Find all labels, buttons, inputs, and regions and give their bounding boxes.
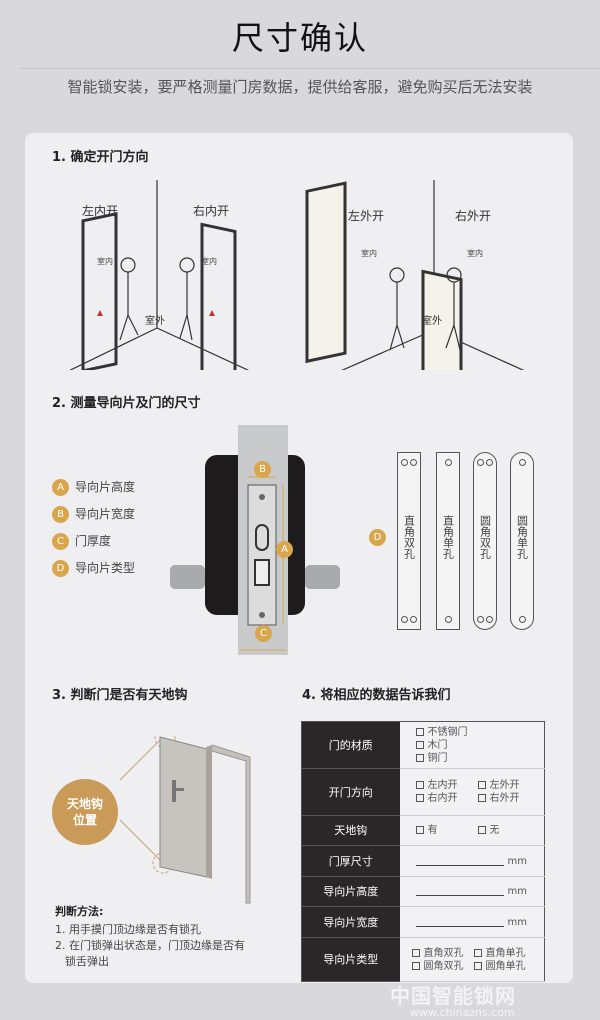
- page-subtitle: 智能锁安装，要严格测量门房数据，提供给客服，避免购买后无法安装: [67, 78, 533, 96]
- indoor-label: 室内: [361, 249, 377, 258]
- arrow-icon: [97, 310, 215, 316]
- watermark-url: www.chinazns.com: [410, 1006, 515, 1019]
- checkbox-copper[interactable]: 铜门: [415, 752, 478, 765]
- method-step: 1. 用手摸门顶边缘是否有锁孔: [55, 923, 201, 936]
- checkbox-no[interactable]: 无: [477, 824, 540, 837]
- indoor-label: 室内: [201, 257, 217, 266]
- section3-title: 3. 判断门是否有天地钩: [52, 688, 188, 703]
- marker-c: C: [255, 625, 272, 642]
- info-form-table: 门的材质不锈钢门木门铜门 开门方向左内开左外开右内开右外开 天地钩有无 门厚尺寸…: [301, 721, 545, 982]
- method-step: 2. 在门锁弹出状态是，门顶边缘是否有: [55, 939, 245, 952]
- checkbox-right-in[interactable]: 右内开: [415, 792, 478, 805]
- table-row: 开门方向左内开左外开右内开右外开: [301, 768, 545, 816]
- plate-round-double: 圆角双孔: [473, 452, 497, 630]
- checkbox-square-double[interactable]: 直角双孔: [411, 947, 474, 960]
- checkbox-round-double[interactable]: 圆角双孔: [411, 960, 474, 973]
- plate-height-field[interactable]: [415, 895, 504, 896]
- plate-label: 直角双孔: [402, 515, 416, 559]
- hook-position-badge: 天地钩位置: [52, 779, 118, 845]
- page-title: 尺寸确认: [231, 19, 368, 57]
- person-icon: [389, 267, 405, 351]
- label-left-inward: 左内开: [82, 204, 119, 218]
- marker-d: D: [369, 529, 386, 546]
- marker-b: B: [254, 461, 271, 478]
- divider: [20, 68, 600, 69]
- door-direction-illustration: [69, 180, 525, 370]
- label-right-outward: 右外开: [455, 209, 492, 223]
- plate-square-double: 直角双孔: [397, 452, 421, 630]
- plate-round-single: 圆角单孔: [510, 452, 534, 630]
- person-icon: [179, 257, 195, 341]
- checkbox-wood[interactable]: 木门: [415, 739, 478, 752]
- person-icon: [119, 257, 139, 341]
- section2-title: 2. 测量导向片及门的尺寸: [52, 396, 201, 411]
- checkbox-square-single[interactable]: 直角单孔: [473, 947, 536, 960]
- checkbox-yes[interactable]: 有: [415, 824, 478, 837]
- indoor-label: 室内: [467, 249, 483, 258]
- checkbox-left-in[interactable]: 左内开: [415, 779, 478, 792]
- section4-title: 4. 将相应的数据告诉我们: [302, 688, 451, 703]
- table-row: 天地钩有无: [301, 815, 545, 846]
- checkbox-right-out[interactable]: 右外开: [477, 792, 540, 805]
- checkbox-stainless[interactable]: 不锈钢门: [415, 726, 486, 739]
- plate-label: 圆角单孔: [515, 515, 529, 559]
- door-thickness-field[interactable]: [415, 864, 504, 866]
- indoor-label: 室内: [97, 257, 113, 266]
- method-title: 判断方法:: [55, 905, 104, 918]
- plate-width-field[interactable]: [415, 925, 504, 927]
- plate-square-single: 直角单孔: [436, 452, 460, 630]
- method-step: 锁舌弹出: [65, 955, 109, 968]
- method-steps: 1. 用手摸门顶边缘是否有锁孔 2. 在门锁弹出状态是，门顶边缘是否有 锁舌弹出: [55, 922, 245, 970]
- table-row: 门的材质不锈钢门木门铜门: [301, 721, 545, 769]
- label-right-inward: 右内开: [193, 204, 230, 218]
- outdoor-label: 室外: [422, 316, 442, 327]
- checkbox-round-single[interactable]: 圆角单孔: [473, 960, 536, 973]
- plate-label: 直角单孔: [441, 515, 455, 559]
- person-icon: [445, 267, 462, 351]
- door-hook-illustration: [119, 735, 251, 904]
- lock-mortise-image: [170, 425, 340, 655]
- plate-label: 圆角双孔: [478, 515, 492, 559]
- marker-a: A: [276, 541, 293, 558]
- table-row: 导向片类型直角双孔直角单孔圆角双孔圆角单孔: [301, 937, 545, 982]
- section1-title: 1. 确定开门方向: [52, 150, 149, 165]
- label-left-outward: 左外开: [348, 209, 385, 223]
- watermark-logo: 中国智能锁网: [390, 984, 516, 1008]
- checkbox-left-out[interactable]: 左外开: [477, 779, 540, 792]
- outdoor-label: 室外: [145, 316, 165, 327]
